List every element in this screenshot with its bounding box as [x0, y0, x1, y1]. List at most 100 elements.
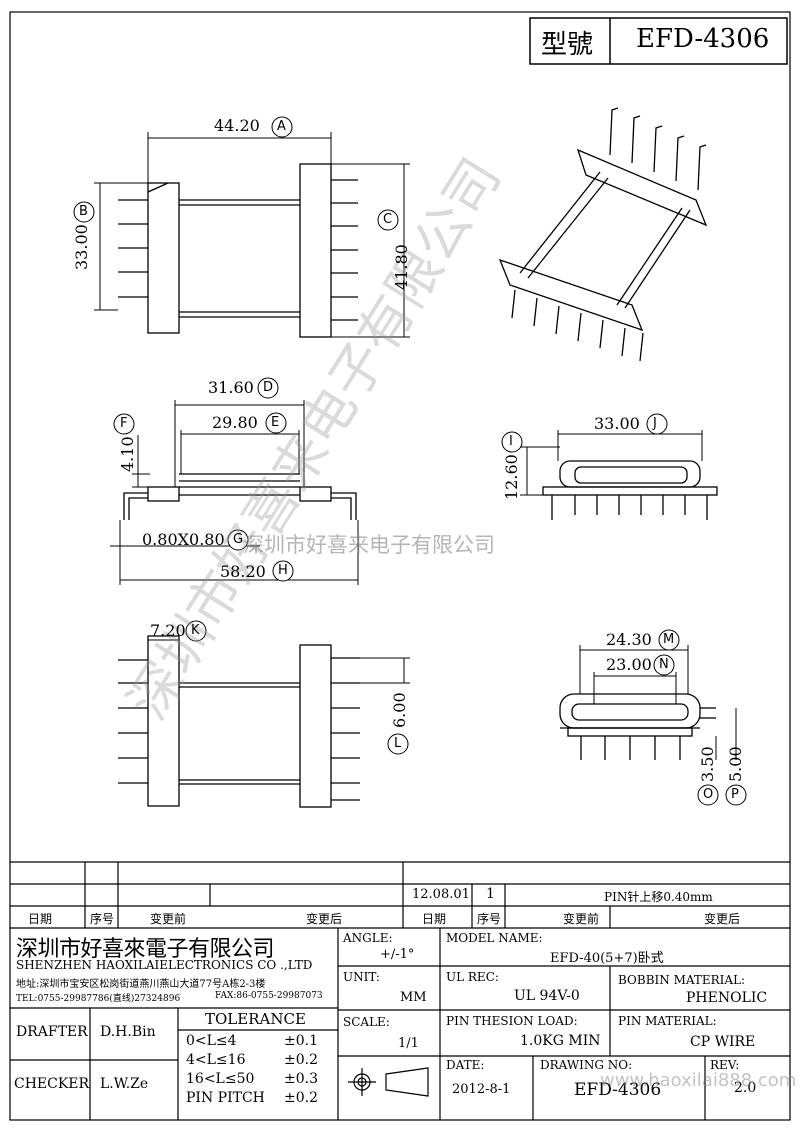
- label-i: I: [509, 434, 513, 449]
- company-address: 地址:深圳市宝安区松岗街道燕川燕山大道77号A栋2-3楼: [16, 979, 266, 990]
- tolerance-value-4: ±0.2: [284, 1090, 318, 1106]
- rev-value: 2.0: [734, 1080, 757, 1096]
- dim-j: 33.00: [594, 414, 640, 433]
- side-view-dimensions: [110, 400, 359, 585]
- header-after-right: 变更后: [704, 912, 741, 926]
- label-n: N: [659, 657, 669, 672]
- dim-a: 44.20: [214, 116, 260, 135]
- isometric-view: [498, 107, 708, 362]
- header-no-left: 序号: [90, 912, 115, 926]
- label-o: O: [703, 787, 714, 802]
- model-name-value: EFD-40(5+7)卧式: [550, 951, 664, 966]
- watermark-horizontal: 深圳市好喜来电子有限公司: [243, 533, 495, 557]
- title-block-lines: [10, 861, 790, 1120]
- end-view: [542, 460, 718, 520]
- tolerance-range-4: PIN PITCH: [186, 1090, 265, 1106]
- company-name-en: SHENZHEN HAOXILAIELECTRONICS CO .,LTD: [16, 958, 313, 972]
- dim-l: 6.00: [390, 692, 409, 728]
- bottom-view-dimensions: [148, 639, 410, 684]
- rev-label: REV:: [710, 1058, 740, 1072]
- revision-no: 1: [486, 886, 495, 902]
- end-view-2: [559, 693, 716, 760]
- ul-label: UL REC:: [446, 970, 499, 984]
- load-value: 1.0KG MIN: [520, 1033, 601, 1049]
- model-value: EFD-4306: [636, 24, 770, 54]
- scale-value: 1/1: [398, 1036, 419, 1051]
- date-value: 2012-8-1: [452, 1082, 511, 1097]
- dim-e: 29.80: [212, 413, 258, 432]
- end-view-dimensions: [520, 430, 703, 496]
- pin-label: PIN MATERIAL:: [618, 1014, 717, 1028]
- dim-m: 24.30: [606, 630, 652, 649]
- dim-o: 3.50: [698, 746, 717, 782]
- tolerance-range-2: 4<L≤16: [186, 1052, 246, 1068]
- header-date-left: 日期: [28, 912, 53, 926]
- tolerance-range-3: 16<L≤50: [186, 1071, 255, 1087]
- scale-label: SCALE:: [343, 1015, 390, 1029]
- tolerance-title: TOLERANCE: [205, 1010, 306, 1028]
- model-label: 型號: [541, 30, 594, 60]
- unit-value: MM: [400, 990, 427, 1005]
- top-view-dimensions: [94, 132, 410, 338]
- header-date-right: 日期: [422, 912, 447, 926]
- label-g: G: [233, 532, 244, 547]
- drafter-label: DRAFTER: [16, 1024, 88, 1040]
- checker-name: L.W.Ze: [100, 1076, 149, 1092]
- header-before-left: 变更前: [150, 912, 187, 926]
- label-e: E: [271, 415, 280, 430]
- label-l: L: [394, 736, 402, 751]
- tolerance-value-2: ±0.2: [284, 1052, 318, 1068]
- header-no-right: 序号: [477, 912, 502, 926]
- model-name-label: MODEL NAME:: [446, 931, 543, 945]
- bobbin-value: PHENOLIC: [686, 990, 768, 1006]
- top-view: [118, 163, 358, 338]
- dim-k: 7.20: [150, 621, 186, 640]
- angle-value: +/-1°: [380, 947, 415, 962]
- dim-p: 5.00: [726, 746, 745, 782]
- tolerance-value-1: ±0.1: [284, 1033, 318, 1049]
- tolerance-range-1: 0<L≤4: [186, 1033, 237, 1049]
- dim-i: 12.60: [502, 454, 521, 500]
- projection-symbol: [348, 1067, 429, 1097]
- label-d: D: [263, 380, 274, 395]
- dim-n: 23.00: [606, 655, 652, 674]
- dim-h: 58.20: [220, 562, 266, 581]
- tolerance-value-3: ±0.3: [284, 1071, 318, 1087]
- bobbin-label: BOBBIN MATERIAL:: [618, 973, 746, 987]
- checker-label: CHECKER: [14, 1076, 90, 1092]
- load-label: PIN THESION LOAD:: [446, 1014, 578, 1028]
- side-view: [123, 473, 357, 520]
- label-a: A: [277, 119, 286, 134]
- dimension-label-circles: [73, 116, 747, 806]
- dim-d: 31.60: [208, 378, 254, 397]
- label-j: J: [653, 416, 657, 431]
- company-tel: TEL:0755-29987786(直线)27324896: [16, 994, 181, 1004]
- label-b: B: [79, 204, 88, 219]
- company-fax: FAX:86-0755-29987073: [215, 991, 323, 1001]
- angle-label: ANGLE:: [343, 931, 393, 945]
- end-view-2-dimensions: [579, 645, 737, 760]
- bottom-view: [118, 635, 360, 808]
- header-after-left: 变更后: [306, 912, 343, 926]
- drawing-value: EFD-4306: [574, 1080, 662, 1100]
- pin-value: CP WIRE: [690, 1034, 756, 1050]
- label-m: M: [663, 632, 675, 647]
- revision-change: PIN针上移0.40mm: [604, 890, 713, 904]
- dim-c: 41.80: [392, 244, 411, 290]
- revision-date: 12.08.01: [412, 887, 470, 902]
- dim-g: 0.80X0.80: [142, 530, 225, 549]
- company-name-cn: 深圳市好喜來電子有限公司: [16, 937, 275, 962]
- label-k: K: [191, 623, 200, 638]
- drafter-name: D.H.Bin: [100, 1024, 156, 1040]
- label-p: P: [731, 787, 739, 802]
- date-label: DATE:: [446, 1058, 485, 1072]
- label-c: C: [383, 212, 393, 227]
- label-f: F: [120, 416, 128, 431]
- unit-label: UNIT:: [343, 970, 380, 984]
- dim-f: 4.10: [118, 436, 137, 472]
- drawing-label: DRAWING NO:: [540, 1058, 633, 1072]
- label-h: H: [278, 563, 288, 578]
- site-watermark: www.haoxilai888.com: [600, 1070, 797, 1091]
- ul-value: UL 94V-0: [514, 988, 580, 1004]
